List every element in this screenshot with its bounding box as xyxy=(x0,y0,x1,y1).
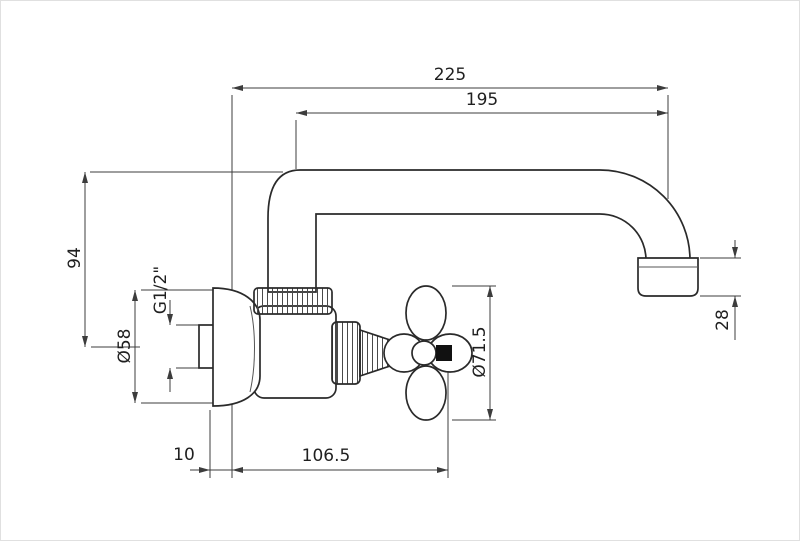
dim-label-spout-reach: 195 xyxy=(466,90,498,110)
dim-label-spout-height: 94 xyxy=(65,247,85,269)
bonnet-knurled-ring xyxy=(331,321,361,385)
wall-pipe-stub xyxy=(198,324,215,369)
spout-connector-nut xyxy=(253,287,333,315)
handle-arm-top xyxy=(405,285,447,341)
dim-label-wall-offset: 10 xyxy=(173,445,195,465)
handle-hub xyxy=(411,340,437,366)
dim-label-outlet-drop: 28 xyxy=(713,309,733,331)
spout-tube xyxy=(267,169,691,293)
dimension-labels: 225 195 94 G1/2" Ø58 Ø71.5 28 10 106.5 xyxy=(65,65,733,466)
faucet-outline xyxy=(198,169,699,421)
handle-index-cap xyxy=(436,345,452,361)
dim-label-body-length: 106.5 xyxy=(302,446,351,466)
dim-label-flange-diameter: Ø58 xyxy=(115,328,135,363)
valve-body xyxy=(253,305,337,399)
spout-outlet xyxy=(637,257,699,297)
dim-label-thread-size: G1/2" xyxy=(151,266,171,314)
wall-escutcheon xyxy=(212,287,261,407)
dimension-arrowheads xyxy=(82,85,738,473)
handle-arm-bottom xyxy=(405,365,447,421)
dim-label-overall-reach: 225 xyxy=(434,65,466,85)
dim-label-handle-diameter: Ø71.5 xyxy=(470,326,490,377)
escutcheon-contour-line xyxy=(249,305,255,393)
